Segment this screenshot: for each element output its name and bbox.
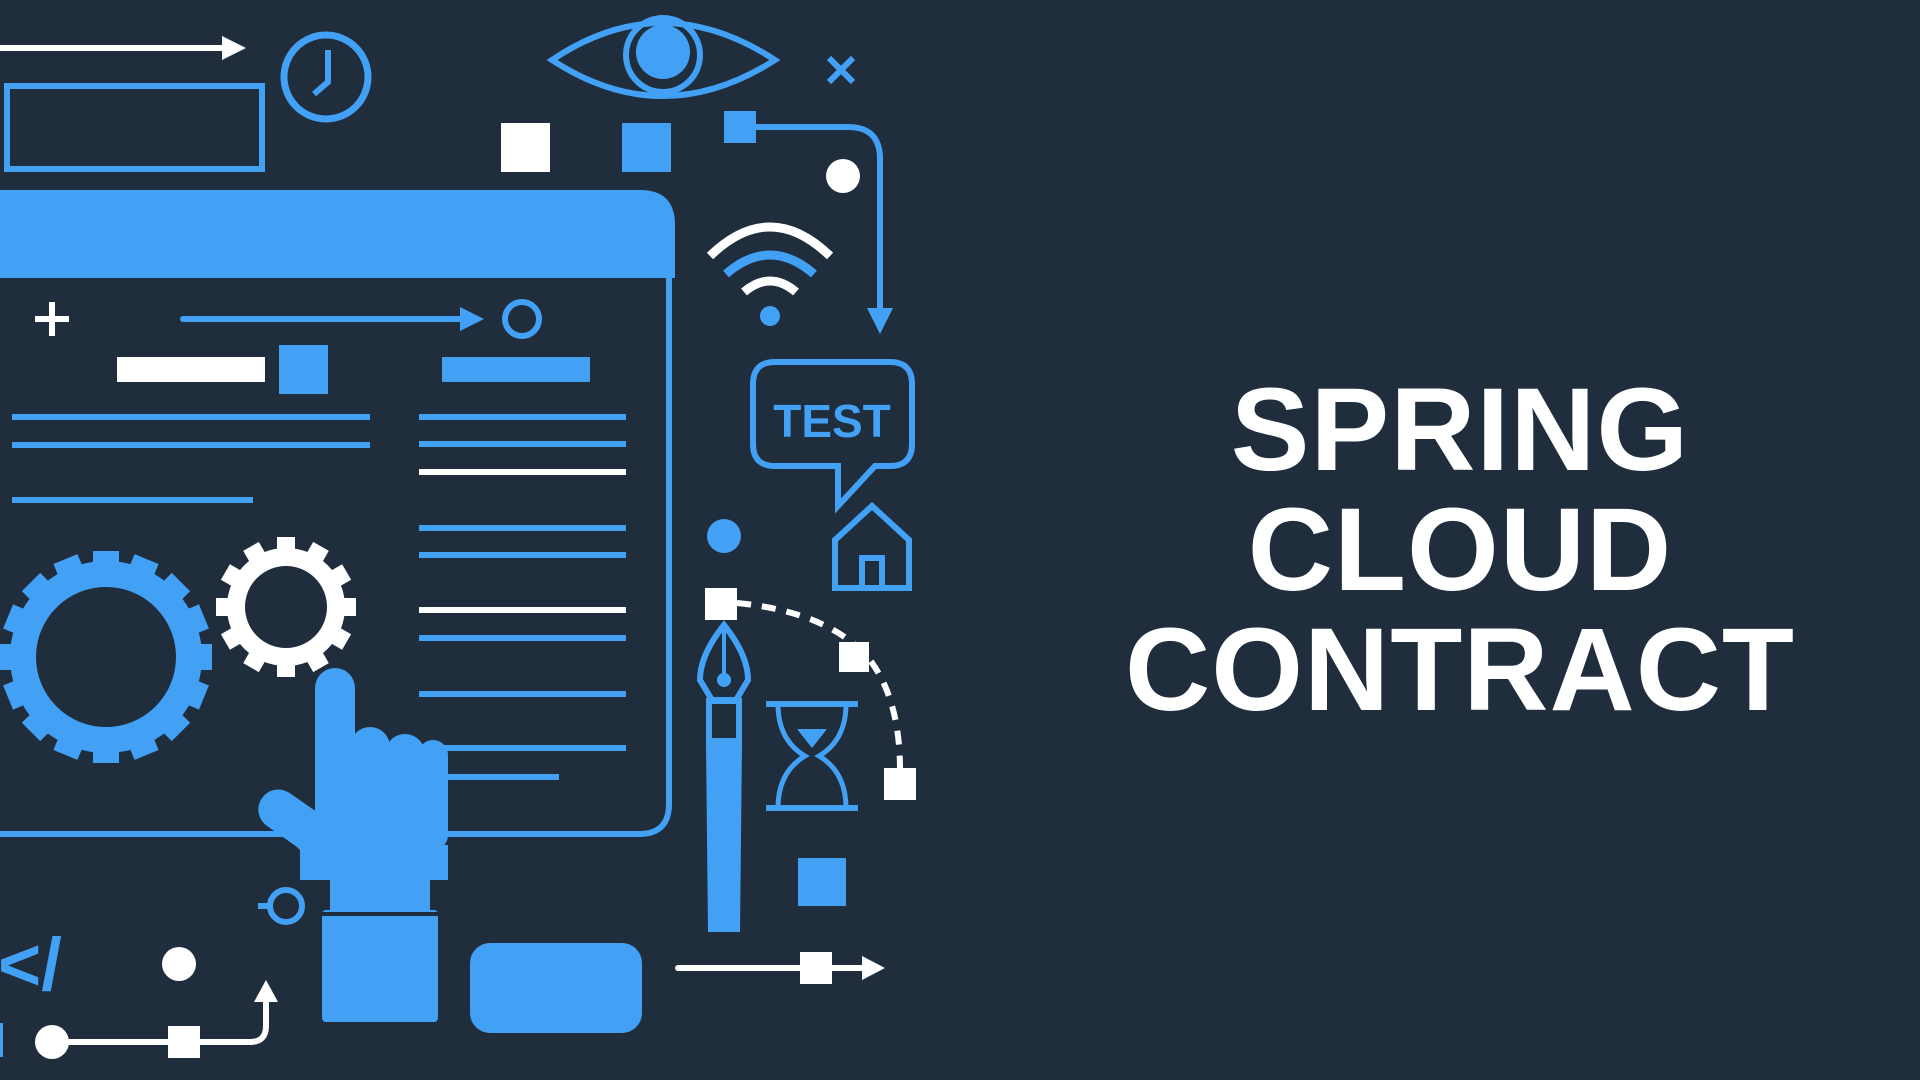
white-square (501, 123, 550, 172)
plus-icon (35, 302, 69, 336)
code-tag: </ (0, 923, 62, 1006)
wifi-icon (706, 222, 834, 326)
gear-icon (216, 537, 356, 677)
connector-dot (258, 887, 305, 925)
title-line-contract: CONTRACT (1124, 604, 1796, 736)
close-icon (826, 55, 856, 85)
content-bar (442, 357, 590, 382)
house-icon (832, 501, 912, 591)
illustration: </ TEST (0, 15, 916, 1059)
white-dot (826, 159, 860, 193)
outlined-box (4, 83, 265, 172)
bottom-arrow (675, 952, 885, 984)
content-bar (117, 357, 265, 382)
title-line-spring: SPRING (1230, 364, 1690, 496)
clock-icon (280, 31, 372, 123)
white-dot (162, 947, 196, 981)
inner-arrow (180, 299, 542, 339)
browser-window (0, 190, 675, 837)
top-arrow (0, 36, 246, 60)
hourglass-icon (766, 701, 858, 811)
blue-pill (470, 943, 642, 1033)
dashed-path (705, 588, 916, 800)
pointing-hand-icon (258, 668, 448, 1022)
page-title: SPRING CLOUD CONTRACT (1080, 370, 1840, 730)
test-speech-bubble: TEST (750, 359, 915, 514)
text-lines (12, 414, 626, 780)
content-square (279, 345, 328, 394)
bottom-flow (0, 980, 278, 1059)
gear-icon (0, 551, 212, 763)
blue-dot (707, 519, 741, 553)
svg-text:TEST: TEST (773, 395, 891, 447)
blue-square (798, 858, 846, 906)
eye-icon (546, 15, 781, 99)
pen-nib-icon (696, 620, 752, 932)
blue-square (622, 123, 671, 172)
title-line-cloud: CLOUD (1247, 484, 1673, 616)
flow-connector (724, 111, 893, 334)
